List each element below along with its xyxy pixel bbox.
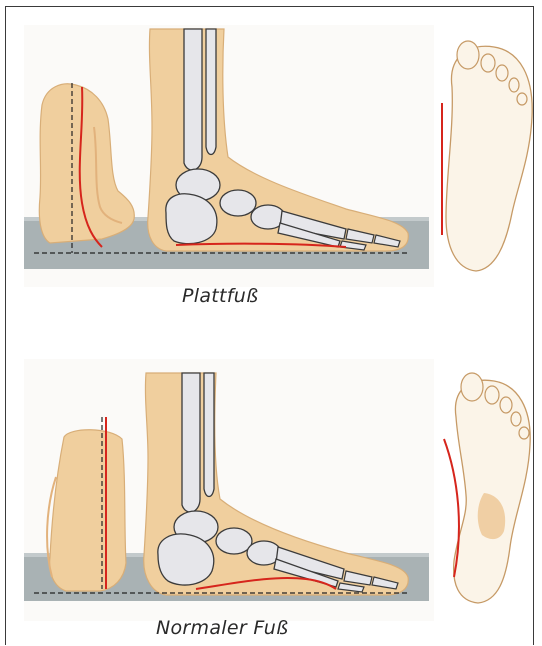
toe-print <box>457 41 479 69</box>
toe-print <box>500 397 512 413</box>
figure-frame: Plattfuß <box>5 6 534 645</box>
toe-print <box>461 373 483 401</box>
navicular-bone <box>220 190 256 216</box>
toe-print <box>511 412 521 426</box>
fibula-bone <box>206 29 216 155</box>
fibula-bone <box>204 373 214 497</box>
caption-normal-foot: Normaler Fuß <box>156 617 288 639</box>
caption-flat-foot: Plattfuß <box>182 285 258 307</box>
tibia-bone <box>184 29 202 170</box>
rear-heel-view <box>50 430 126 591</box>
flat-footprint <box>446 46 532 271</box>
navicular-bone <box>216 528 252 554</box>
toe-print <box>496 65 508 81</box>
toe-print <box>509 78 519 92</box>
toe-print <box>517 93 527 105</box>
tibia-bone <box>182 373 200 512</box>
calcaneus-bone <box>158 534 214 585</box>
footprint-line-red <box>444 439 459 577</box>
normal-foot-illustration <box>6 327 535 646</box>
flat-foot-illustration <box>6 7 535 327</box>
toe-print <box>519 427 529 439</box>
toe-print <box>481 54 495 72</box>
flat-foot-panel: Plattfuß <box>6 7 535 327</box>
toe-print <box>485 386 499 404</box>
normal-foot-panel: Normaler Fuß <box>6 327 535 646</box>
